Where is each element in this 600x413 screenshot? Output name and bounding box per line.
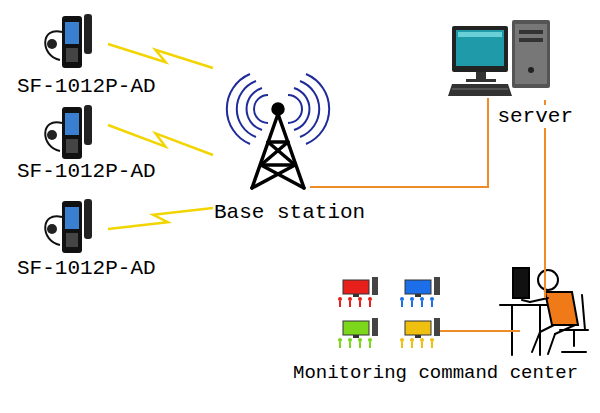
monitor-station (338, 318, 378, 348)
base-station-node: Base station (213, 72, 381, 224)
antenna-tower (252, 104, 304, 188)
node-label: SF-1012P-AD (16, 75, 157, 98)
wireless-link (108, 125, 213, 155)
monitor-wall (338, 277, 440, 348)
command-center-node: Monitoring command center (292, 262, 594, 384)
device-node: SF-1012P-AD (16, 10, 168, 98)
node-label: Monitoring command center (292, 363, 579, 384)
cable-link (544, 100, 546, 298)
server-computer (448, 20, 550, 96)
handset-icon (45, 105, 92, 159)
handsets (45, 14, 92, 253)
wireless-link (108, 208, 213, 229)
monitor-station (400, 318, 440, 348)
monitor-station (338, 277, 378, 307)
node-label: server (496, 105, 574, 128)
node-label: SF-1012P-AD (16, 257, 157, 280)
device-node: SF-1012P-AD (16, 195, 168, 280)
monitor-cable (440, 330, 520, 332)
node-label: Base station (213, 201, 366, 224)
node-label: SF-1012P-AD (16, 160, 157, 183)
wireless-link (108, 44, 213, 68)
handset-icon (45, 14, 92, 68)
server-node: server (446, 16, 574, 128)
device-node: SF-1012P-AD (16, 101, 168, 183)
monitor-station (400, 277, 440, 307)
radio-waves (227, 74, 329, 144)
handset-icon (45, 199, 92, 253)
cable-link (310, 98, 488, 187)
